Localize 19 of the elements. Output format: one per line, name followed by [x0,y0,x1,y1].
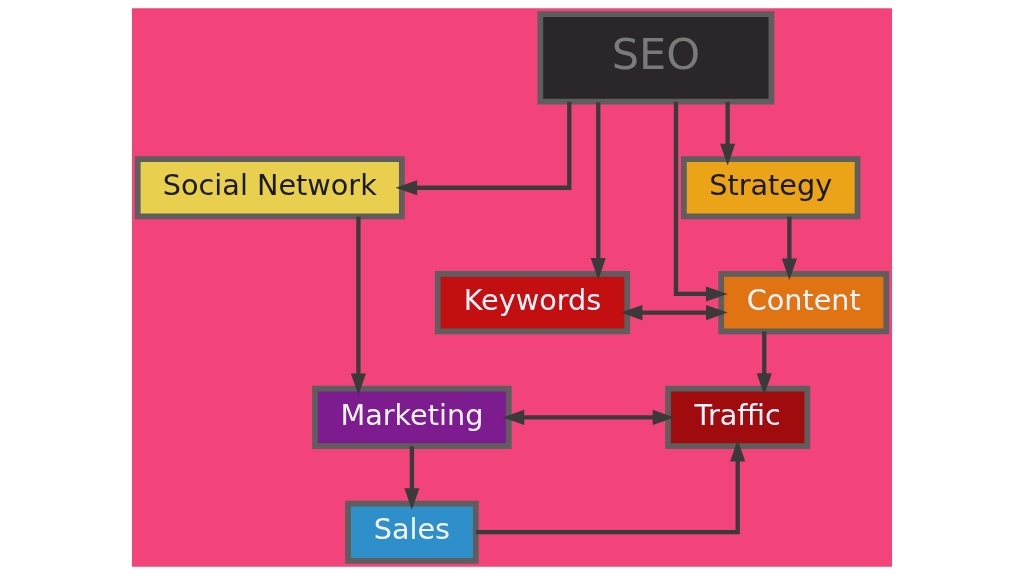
node-box: Sales [344,500,479,564]
node-box: Traffic [664,385,810,449]
arrow [620,305,728,321]
arrow [781,216,797,281]
arrow [719,101,735,166]
node-box: Keywords [434,271,630,335]
arrow [403,446,419,510]
node-box: Social Network [134,156,405,220]
arrow [502,409,674,425]
arrow [673,101,728,302]
arrow [756,331,772,395]
arrow [395,101,571,196]
node-box: Strategy [680,156,860,220]
arrow [475,439,745,535]
node-box: Content [717,271,889,335]
node-box: SEO [537,11,774,105]
arrow [350,216,366,396]
node-box: Marketing [311,385,512,449]
arrow [590,102,606,280]
